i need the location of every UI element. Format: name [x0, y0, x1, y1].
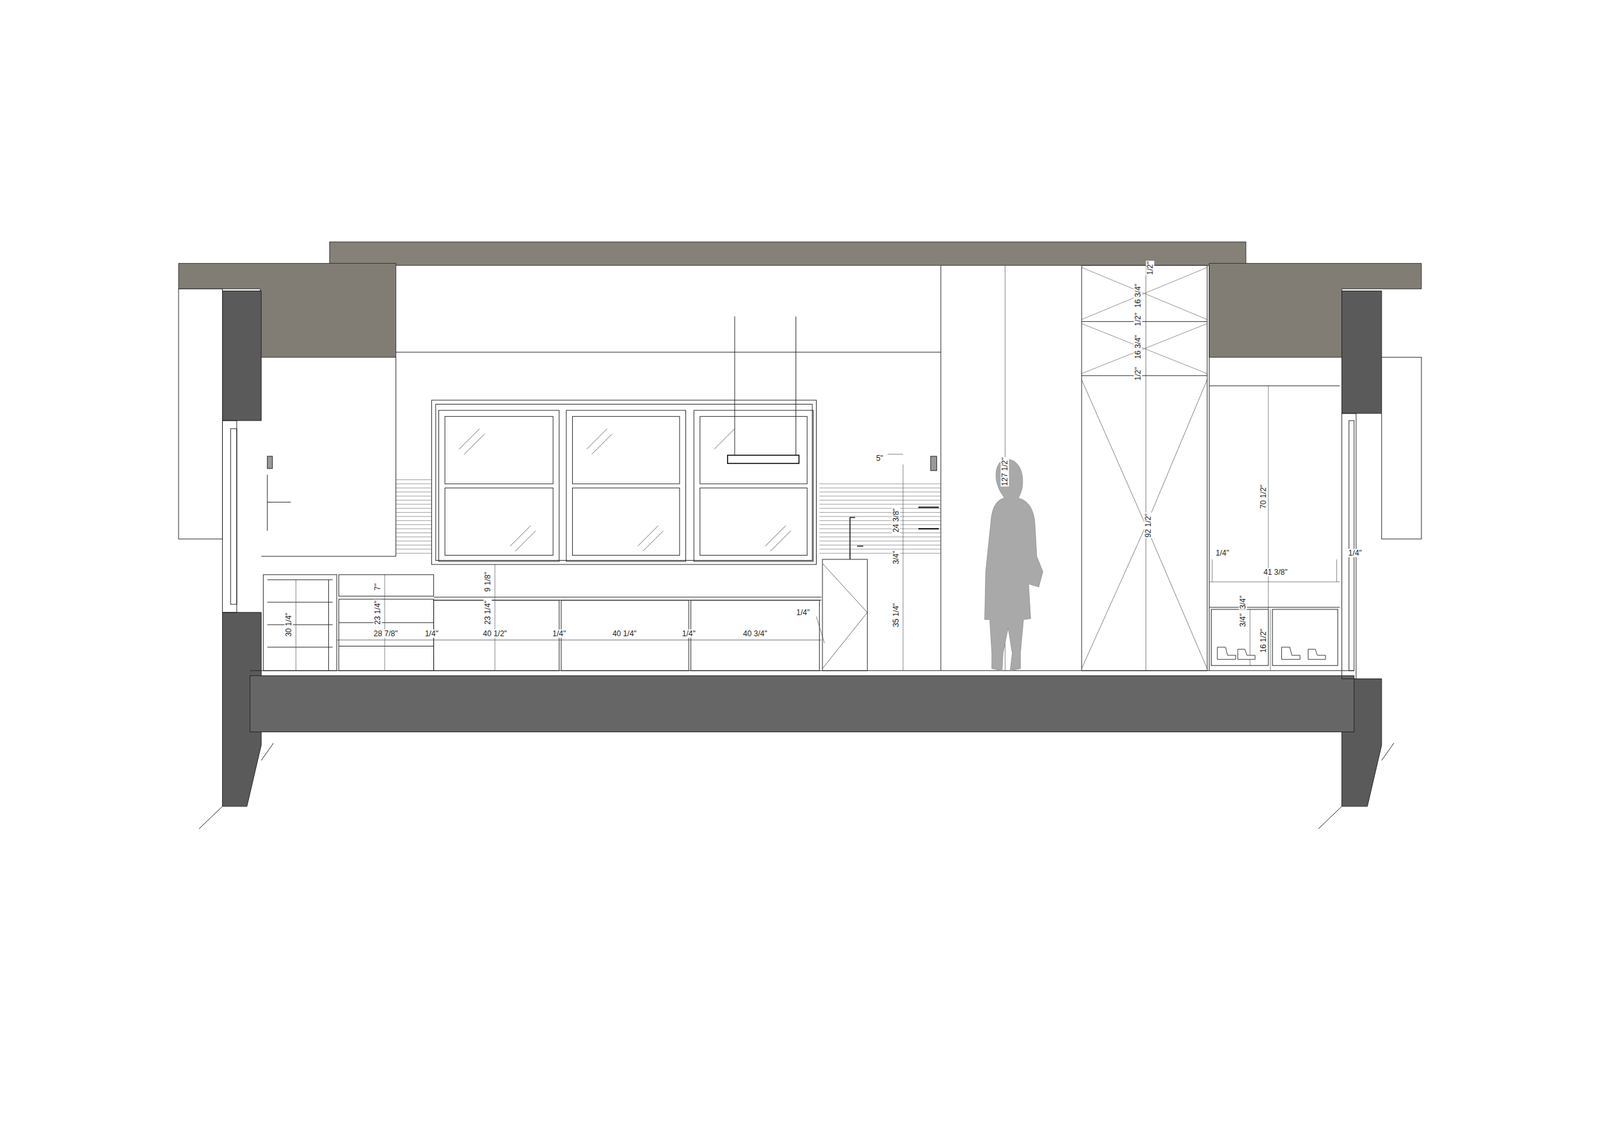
dimension-label: 3/4"	[1238, 613, 1247, 628]
dimension-label: 40 1/4"	[611, 629, 638, 639]
dimension-label: 40 1/2"	[481, 629, 508, 639]
dimension-label: 7"	[373, 582, 382, 591]
dimension-label: 30 1/4"	[284, 611, 294, 638]
dimension-label: 1/4"	[424, 629, 440, 639]
dimension-label: 16 1/2"	[1258, 627, 1268, 654]
dimension-label: 9 1/8"	[483, 570, 493, 592]
dimension-label: 1/4"	[551, 629, 567, 639]
dimension-label: 24 3/8"	[891, 507, 900, 534]
dimension-label: 16 3/4"	[1133, 334, 1142, 360]
dimension-label: 127 1/2"	[1000, 456, 1010, 486]
dimension-label: 28 7/8"	[373, 629, 399, 639]
dimension-label: 1/4"	[1347, 549, 1363, 558]
dimension-label: 5"	[875, 453, 884, 463]
dimension-label: 35 1/4"	[891, 602, 900, 629]
dimension-label: 1/4"	[681, 629, 697, 639]
dimension-label: 23 1/4"	[373, 599, 382, 626]
dimension-label: 70 1/2"	[1258, 484, 1268, 511]
dimension-label: 23 1/4"	[483, 599, 493, 626]
dimension-label: 1/2"	[1133, 366, 1142, 381]
dimension-label: 41 3/8"	[1262, 568, 1289, 577]
dimension-label: 1/4"	[1215, 549, 1231, 558]
dimension-label: 1/2"	[1145, 261, 1154, 276]
dimension-label: 1/4"	[795, 608, 811, 617]
dimension-label: 3/4"	[1238, 594, 1247, 610]
dimension-label: 1/2"	[1133, 312, 1142, 328]
dimension-label: 92 1/2"	[1143, 512, 1152, 539]
dimension-label: 40 3/4"	[742, 629, 768, 639]
dimension-label: 16 3/4"	[1133, 283, 1142, 310]
dimension-label: 3/4"	[891, 549, 900, 565]
